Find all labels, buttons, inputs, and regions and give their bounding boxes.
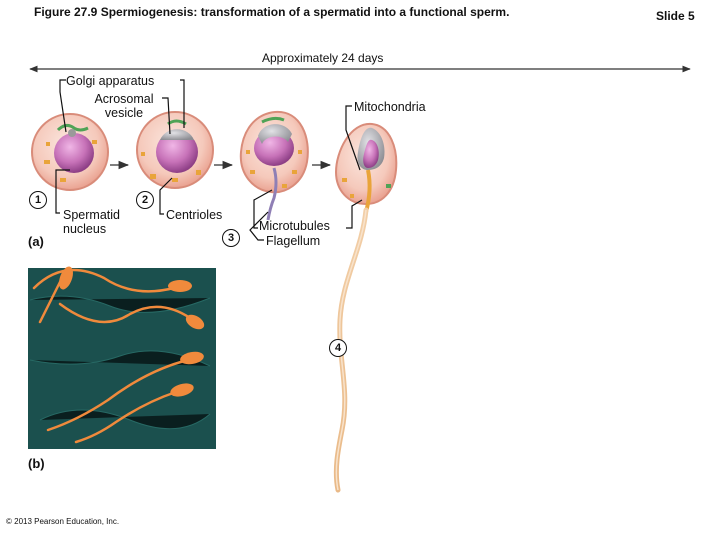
label-acrosomal-line2: vesicle [104,106,144,120]
copyright-footer: © 2013 Pearson Education, Inc. [6,517,120,526]
label-spermatid-nucleus: Spermatid nucleus [63,208,120,236]
leader-microtubules-2 [346,199,363,229]
slide-number: Slide 5 [656,9,695,23]
label-centrioles: Centrioles [166,208,223,222]
leader-microtubules [253,189,273,229]
sperm-head-4 [180,351,204,365]
label-spermatid-line1: Spermatid [63,208,120,222]
spermatid-cell-4 [334,122,398,213]
label-golgi-apparatus: Golgi apparatus [66,74,155,88]
sperm-tail-4 [46,358,190,432]
label-spermatid-line2: nucleus [63,222,107,236]
label-acrosomal-line1: Acrosomal [94,92,154,106]
leader-golgi-2 [180,79,185,128]
sperm-tail-5 [74,390,178,444]
step-number-4: 4 [329,339,347,357]
leader-acrosome [162,97,171,135]
sperm-head-5 [170,383,194,397]
leader-mitochondria [345,105,361,171]
sperm-tail-1 [38,280,62,324]
sperm-tail-2 [32,268,176,293]
micrograph-panel [28,266,216,449]
flagellum-core [335,209,367,491]
leader-centrioles [159,177,173,215]
timeline-label: Approximately 24 days [262,51,384,65]
figure-title: Figure 27.9 Spermiogenesis: transformati… [34,5,510,19]
step-number-3: 3 [222,229,240,247]
leader-golgi-1 [59,79,67,133]
sperm-head-3 [185,314,205,330]
leader-nucleus [55,169,70,214]
leader-flagellum [249,211,269,241]
label-flagellum: Flagellum [266,234,321,248]
spermatid-cell-2 [136,111,214,189]
sperm-head-1 [59,266,73,290]
spermatid-cell-3 [239,110,309,221]
sperm-tail-3 [58,302,192,324]
label-microtubules: Microtubules [259,219,330,233]
label-mitochondria: Mitochondria [354,100,426,114]
panel-label-b: (b) [28,456,45,471]
leader-lines [55,79,363,241]
sperm-head-2 [168,280,192,292]
spermatid-cell-1 [31,113,109,191]
label-acrosomal-vesicle: Acrosomal vesicle [86,92,162,120]
step-number-2: 2 [136,191,154,209]
panel-label-a: (a) [28,234,44,249]
step-number-1: 1 [29,191,47,209]
